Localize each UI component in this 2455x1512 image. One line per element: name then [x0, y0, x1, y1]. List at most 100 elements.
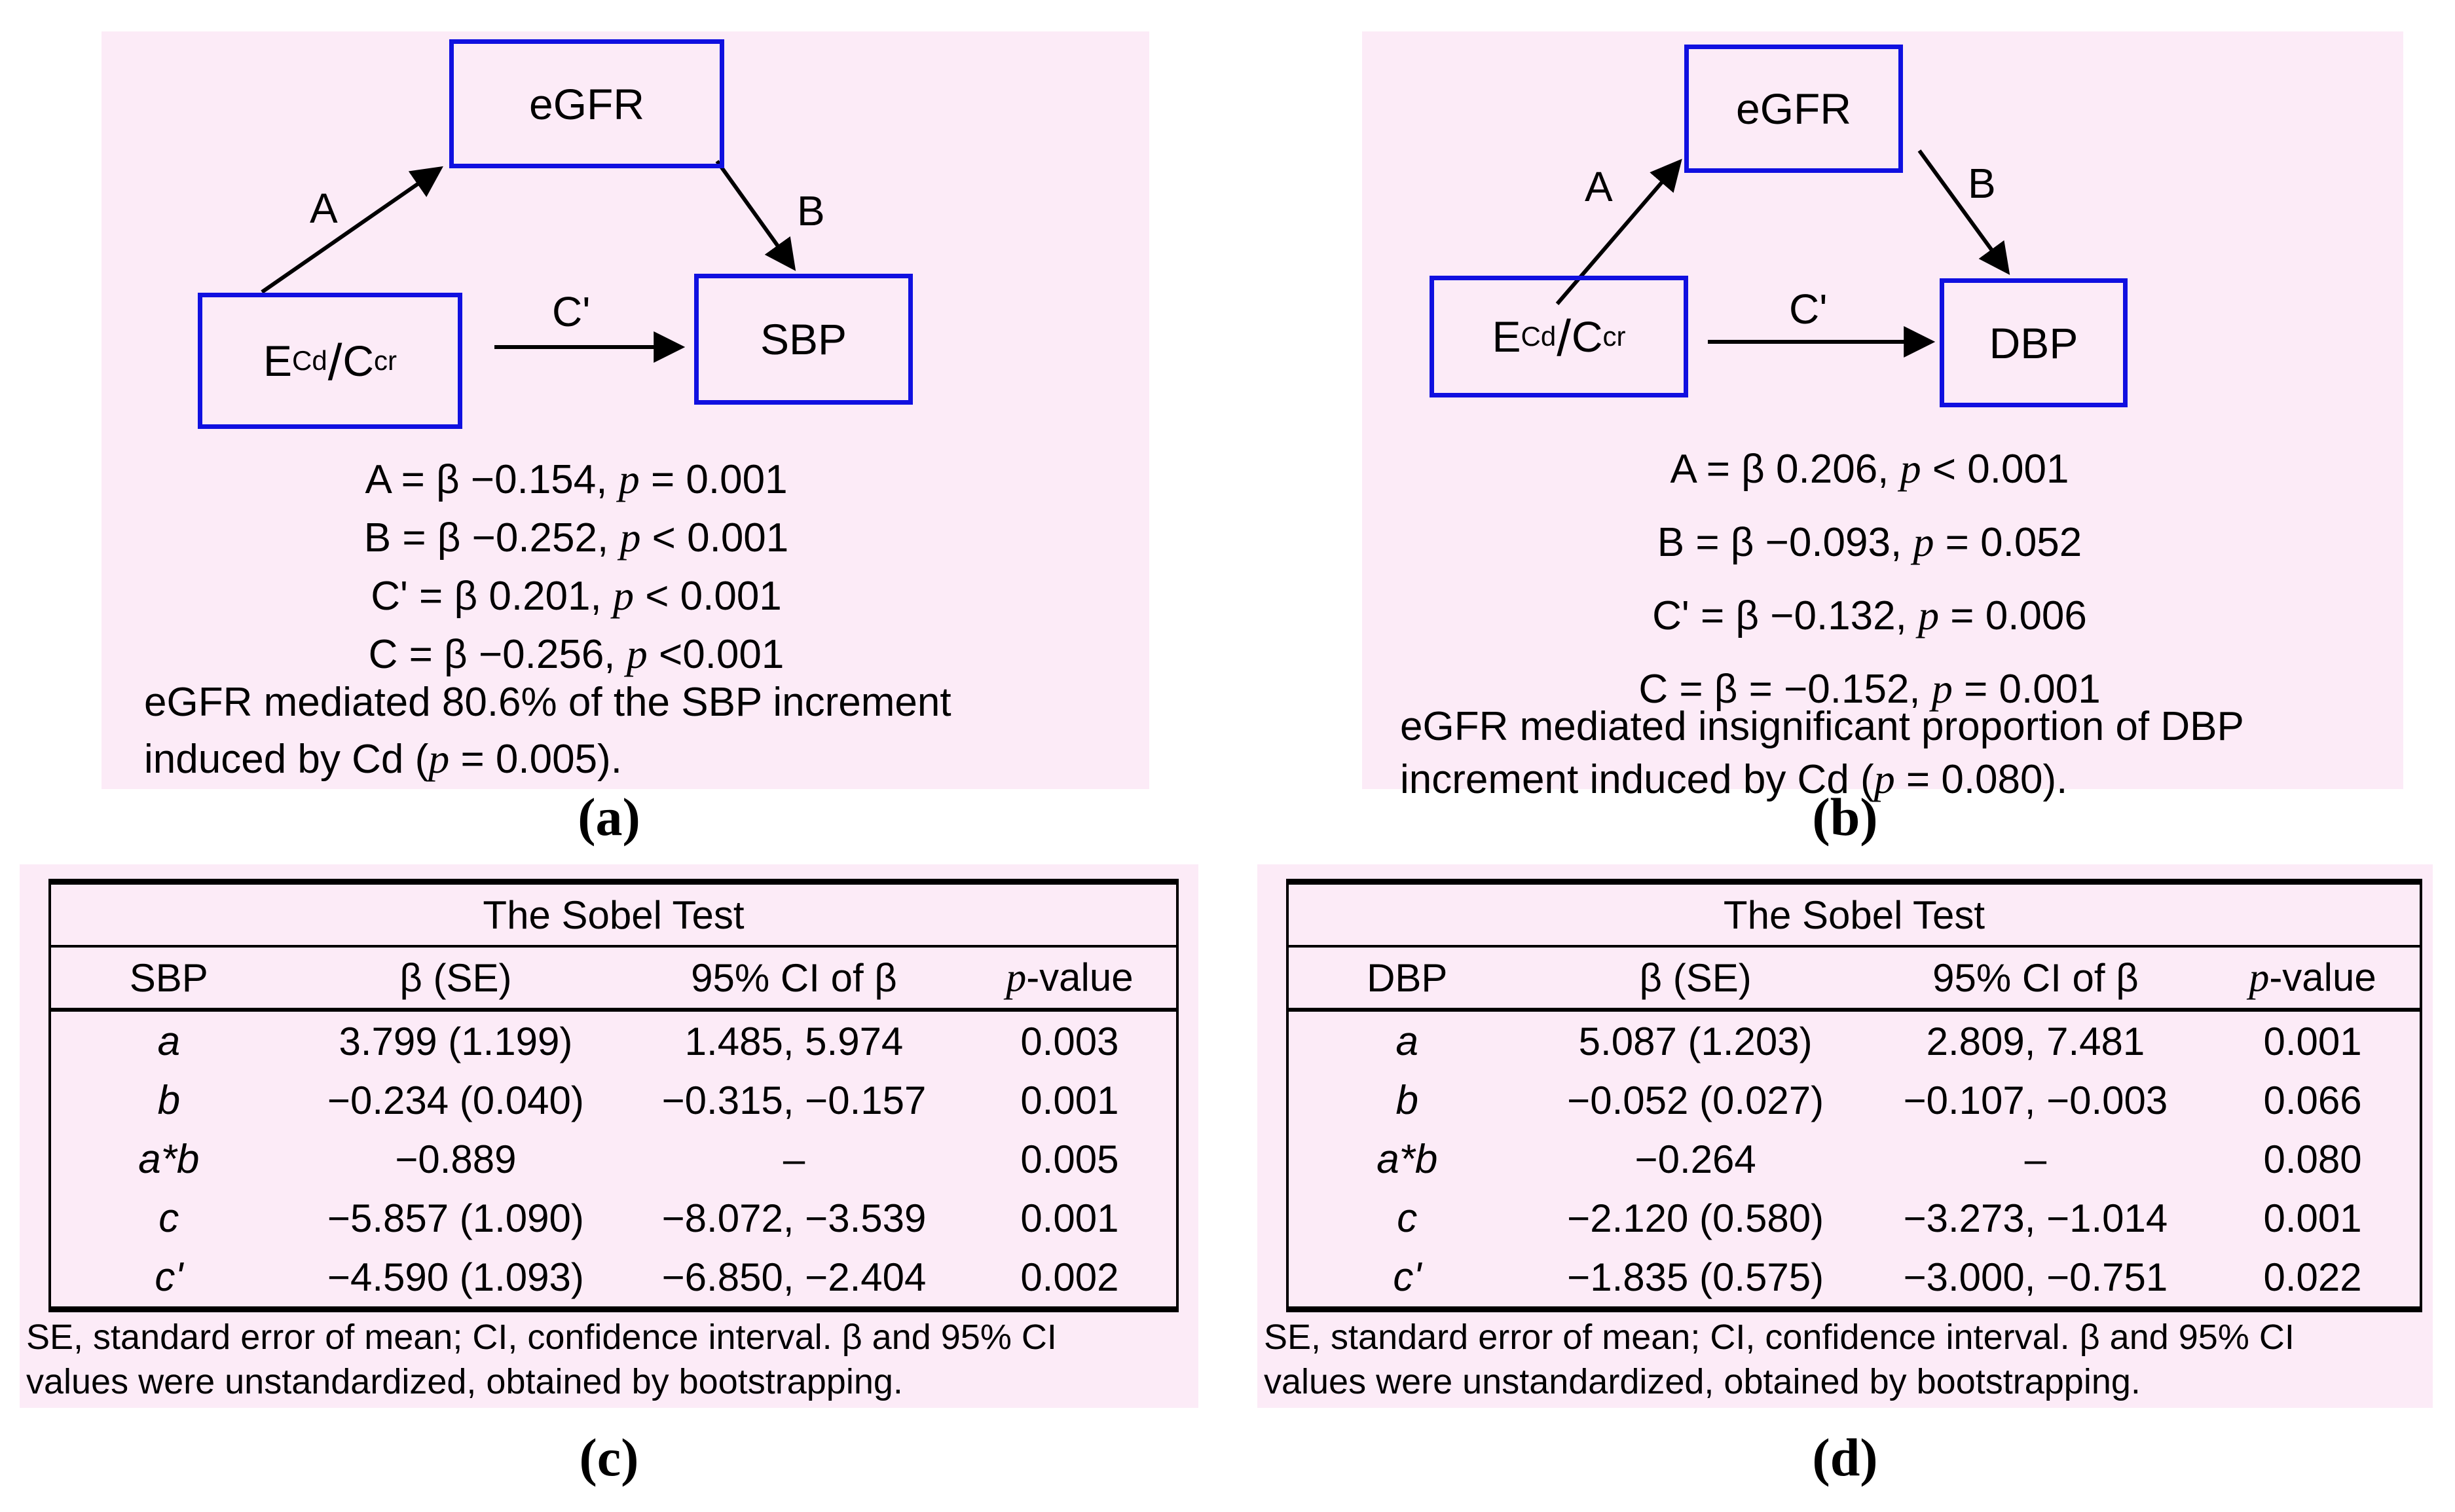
arrow-a-icon [261, 166, 443, 294]
ci-value: 1.485, 5.974 [684, 1019, 904, 1063]
table-footnote: SE, standard error of mean; CI, confiden… [1264, 1315, 2426, 1404]
path-a-label: A [1585, 163, 1613, 210]
row-label: a*b [138, 1136, 200, 1182]
ci-value: −3.000, −0.751 [1903, 1255, 2168, 1299]
panel-label-c: (c) [579, 1428, 639, 1487]
row-label: b [1395, 1077, 1418, 1123]
arrow-b-icon [715, 160, 796, 271]
table-title: The Sobel Test [1287, 881, 2421, 948]
table-header-row: DBP β (SE) 95% CI of β p-value [1287, 946, 2421, 1012]
note-line: eGFR mediated insignificant proportion o… [1400, 704, 2244, 749]
beta-se-value: −5.857 (1.090) [327, 1196, 584, 1240]
panel-label-a: (a) [578, 787, 640, 847]
path-coefficients-b: A = β 0.206, p < 0.001 B = β −0.093, p =… [1362, 432, 2377, 726]
column-header-p-value: p-value [963, 946, 1177, 1012]
ci-value: −0.315, −0.157 [661, 1078, 927, 1122]
column-header-outcome: SBP [50, 946, 287, 1012]
ci-value: −6.850, −2.404 [661, 1255, 927, 1299]
footnote-line: SE, standard error of mean; CI, confiden… [26, 1318, 1057, 1357]
beta-se-value: −0.234 (0.040) [327, 1078, 584, 1122]
mediation-note-b: eGFR mediated insignificant proportion o… [1400, 701, 2397, 806]
coefficient-line: B = β −0.252, p < 0.001 [363, 514, 789, 561]
panel-label-b: (b) [1812, 787, 1878, 847]
outcome-box-dbp: DBP [1940, 278, 2128, 407]
panel-label-d: (d) [1812, 1428, 1878, 1487]
beta-se-value: −1.835 (0.575) [1567, 1255, 1824, 1299]
column-header-beta-se: β (SE) [286, 946, 625, 1012]
beta-se-value: 3.799 (1.199) [339, 1019, 573, 1063]
path-b-label: B [1968, 160, 1996, 207]
exposure-symbol: E [263, 337, 292, 385]
path-c-prime-label: C' [1789, 286, 1828, 333]
row-label: c [1397, 1195, 1418, 1241]
beta-se-value: −2.120 (0.580) [1567, 1196, 1824, 1240]
column-header-outcome: DBP [1287, 946, 1526, 1012]
footnote-line: SE, standard error of mean; CI, confiden… [1264, 1318, 2295, 1357]
column-header-ci: 95% CI of β [625, 946, 963, 1012]
exposure-symbol: C [1571, 312, 1603, 361]
row-label: a [1395, 1018, 1418, 1064]
p-value: 0.001 [1020, 1196, 1119, 1240]
row-label: c [158, 1195, 179, 1241]
table-row: c −2.120 (0.580) −3.273, −1.014 0.001 [1287, 1189, 2421, 1247]
beta-se-value: −0.052 (0.027) [1567, 1078, 1824, 1122]
coefficient-line: A = β 0.206, p < 0.001 [1670, 445, 2069, 492]
beta-se-value: −0.264 [1634, 1137, 1756, 1181]
beta-se-value: −0.889 [395, 1137, 517, 1181]
row-label: c' [1393, 1254, 1422, 1300]
ci-value: −0.107, −0.003 [1903, 1078, 2168, 1122]
column-header-ci: 95% CI of β [1865, 946, 2206, 1012]
coefficient-line: C = β −0.256, p <0.001 [368, 631, 784, 677]
mediator-label: eGFR [1735, 84, 1852, 133]
coefficient-line: C' = β 0.201, p < 0.001 [371, 572, 782, 619]
exposure-symbol: E [1492, 312, 1521, 361]
note-line: increment induced by Cd (p = 0.080). [1400, 756, 2068, 802]
table-row: c' −4.590 (1.093) −6.850, −2.404 0.002 [50, 1247, 1177, 1310]
outcome-label: SBP [760, 315, 847, 363]
coefficient-line: C = β = −0.152, p = 0.001 [1638, 665, 2101, 712]
row-label: a*b [1376, 1136, 1438, 1182]
table-row: c' −1.835 (0.575) −3.000, −0.751 0.022 [1287, 1247, 2421, 1310]
coefficient-line: C' = β −0.132, p = 0.006 [1652, 592, 2087, 638]
row-label: c' [155, 1254, 183, 1300]
table-row: a 3.799 (1.199) 1.485, 5.974 0.003 [50, 1010, 1177, 1071]
table-header-row: SBP β (SE) 95% CI of β p-value [50, 946, 1177, 1012]
slash-glyph: / [327, 333, 342, 391]
row-label: b [157, 1077, 181, 1123]
footnote-line: values were unstandardized, obtained by … [26, 1362, 903, 1401]
path-c-prime-label: C' [552, 288, 591, 335]
slash-glyph: / [1557, 309, 1571, 367]
p-value: 0.003 [1020, 1019, 1119, 1063]
ci-value: 2.809, 7.481 [1926, 1019, 2145, 1063]
ci-value: – [2024, 1137, 2047, 1181]
table-title: The Sobel Test [50, 881, 1177, 948]
table-row: a 5.087 (1.203) 2.809, 7.481 0.001 [1287, 1010, 2421, 1071]
table-title-row: The Sobel Test [1287, 881, 2421, 948]
p-value: 0.002 [1020, 1255, 1119, 1299]
ci-value: – [783, 1137, 805, 1181]
note-line: induced by Cd (p = 0.005). [144, 735, 622, 782]
p-value: 0.001 [2263, 1196, 2362, 1240]
row-label: a [157, 1018, 181, 1064]
mediation-note-a: eGFR mediated 80.6% of the SBP increment… [144, 674, 1136, 788]
table-footnote: SE, standard error of mean; CI, confiden… [26, 1315, 1192, 1404]
p-value: 0.066 [2263, 1078, 2362, 1122]
mediator-label: eGFR [528, 79, 645, 128]
p-value: 0.001 [2263, 1019, 2362, 1063]
note-line: eGFR mediated 80.6% of the SBP increment [144, 680, 951, 725]
table-row: b −0.234 (0.040) −0.315, −0.157 0.001 [50, 1071, 1177, 1130]
footnote-line: values were unstandardized, obtained by … [1264, 1362, 2141, 1401]
table-row: a*b −0.889 – 0.005 [50, 1130, 1177, 1189]
p-value: 0.080 [2263, 1137, 2362, 1181]
column-header-p-value: p-value [2206, 946, 2421, 1012]
mediator-box-egfr: eGFR [1684, 45, 1903, 173]
sobel-table-sbp: The Sobel Test SBP β (SE) 95% CI of β p-… [48, 879, 1179, 1312]
mediator-box-egfr: eGFR [449, 39, 724, 168]
beta-se-value: 5.087 (1.203) [1578, 1019, 1813, 1063]
p-value: 0.022 [2263, 1255, 2362, 1299]
beta-se-value: −4.590 (1.093) [327, 1255, 584, 1299]
table-title-row: The Sobel Test [50, 881, 1177, 948]
